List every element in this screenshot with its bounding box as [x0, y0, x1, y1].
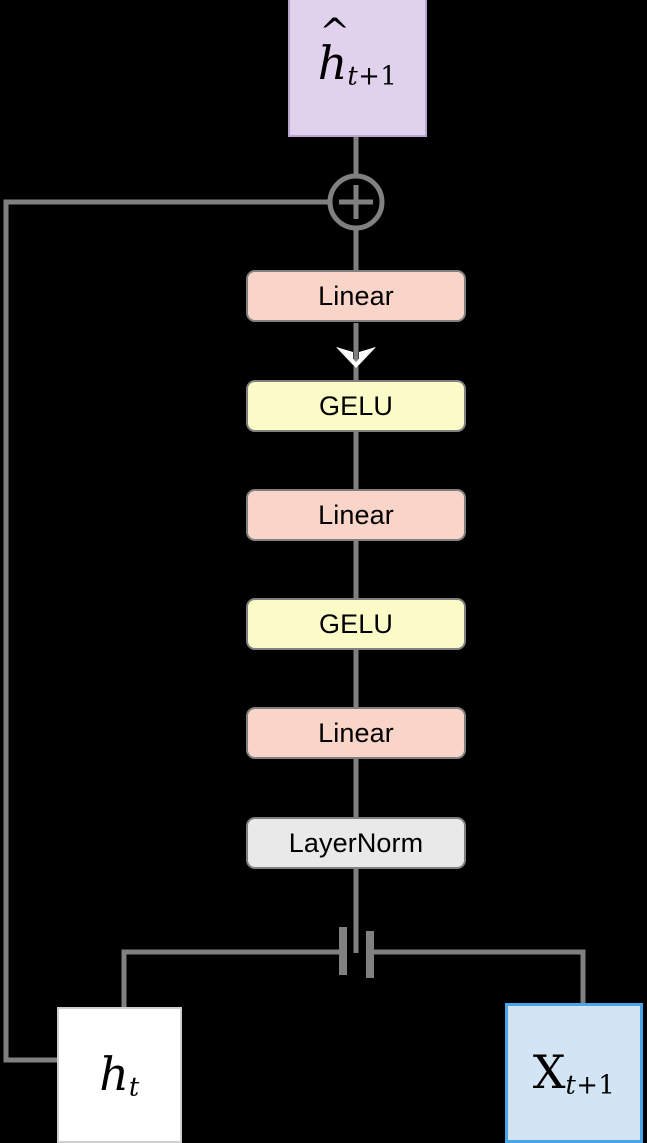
node-gelu-2[interactable]: GELU — [246, 598, 466, 650]
node-linear-1[interactable]: Linear — [246, 270, 466, 322]
node-h-t[interactable]: ht — [57, 1007, 182, 1143]
node-h-hat-t-plus-1[interactable]: ^ h t+1 — [288, 0, 427, 137]
arrowhead-down-wing-right — [359, 347, 376, 365]
node-x-t-plus-1-label: Xt+1 — [532, 1045, 616, 1101]
node-linear-2[interactable]: Linear — [246, 489, 466, 541]
node-gelu-2-label: GELU — [319, 608, 393, 639]
node-gelu-1[interactable]: GELU — [246, 380, 466, 432]
arrowhead-down-wing-left — [336, 347, 353, 365]
edge-ht-to-concat — [121, 949, 343, 1007]
hat-accent-icon: ^ — [319, 10, 351, 54]
edge-residual-skip — [3, 199, 330, 1063]
node-linear-1-label: Linear — [318, 280, 394, 311]
node-linear-2-label: Linear — [318, 499, 394, 530]
node-x-t-plus-1[interactable]: Xt+1 — [505, 1003, 643, 1143]
node-gelu-1-label: GELU — [319, 390, 393, 421]
node-h-t-label: ht — [99, 1047, 140, 1103]
node-h-hat-t-plus-1-label: ^ h t+1 — [317, 10, 398, 92]
node-linear-3-label: Linear — [318, 717, 394, 748]
node-layernorm[interactable]: LayerNorm — [246, 817, 466, 869]
node-linear-3[interactable]: Linear — [246, 707, 466, 759]
node-layernorm-label: LayerNorm — [288, 827, 424, 858]
edge-xt1-to-concat — [370, 949, 586, 1003]
